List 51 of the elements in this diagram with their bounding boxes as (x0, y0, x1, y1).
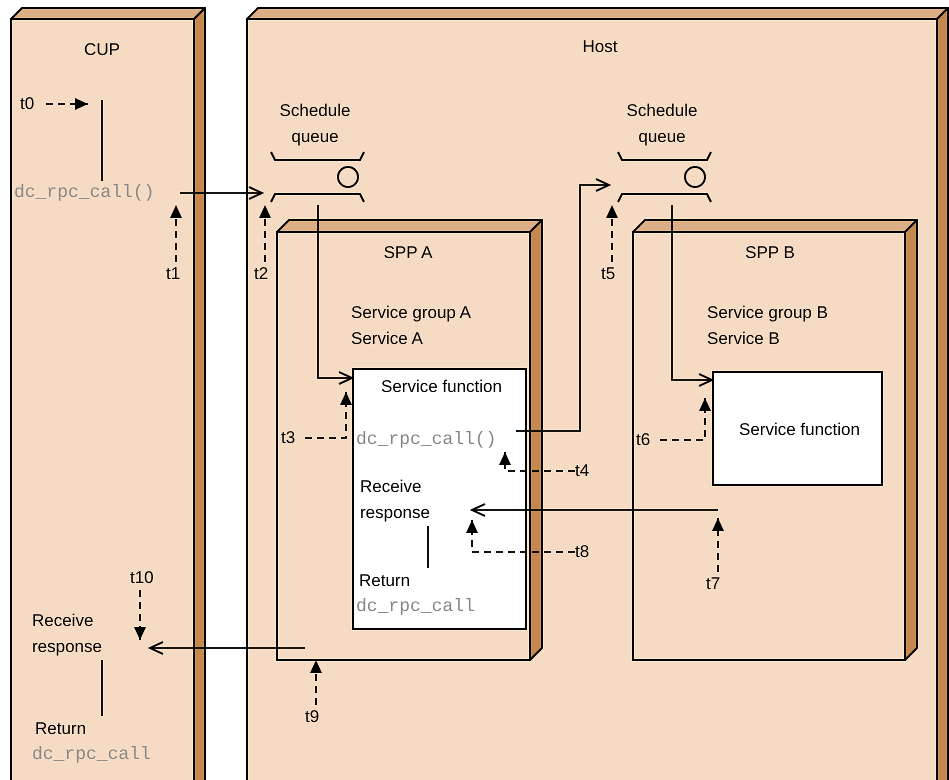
time-pointer-arrow (46, 98, 88, 110)
box-title: SPP B (744, 242, 796, 264)
service-label: Service group A Service A (351, 302, 472, 350)
queue-label: Schedule queue (278, 100, 352, 148)
text-label: Receive response (32, 608, 150, 660)
box-title: SPP A (382, 242, 434, 264)
time-label: t7 (706, 572, 730, 596)
box-title: Service function (380, 376, 503, 398)
function-box (352, 368, 527, 630)
time-pointer-arrow (712, 518, 724, 572)
flow-arrow (516, 178, 610, 432)
function-box (712, 371, 883, 486)
time-label: t3 (281, 426, 305, 450)
box-title: Service function (738, 419, 861, 441)
time-pointer-arrow (499, 452, 575, 472)
time-label: t0 (20, 92, 46, 116)
time-pointer-arrow (466, 520, 575, 553)
text-label: Return (359, 570, 412, 592)
connector-line (101, 660, 103, 716)
code-text: dc_rpc_call() (14, 181, 180, 205)
time-label: t10 (130, 566, 162, 590)
time-label: t9 (305, 705, 329, 729)
connector-line (101, 100, 103, 181)
time-pointer-arrow (305, 392, 352, 439)
time-pointer-arrow (310, 660, 322, 705)
time-label: t5 (601, 262, 623, 286)
box-title: Host (582, 36, 618, 58)
time-label: t8 (575, 540, 599, 564)
time-label: t2 (254, 262, 276, 286)
flow-arrow (180, 186, 263, 200)
code-text: dc_rpc_call (32, 744, 152, 767)
time-pointer-arrow (606, 205, 618, 262)
time-pointer-arrow (134, 590, 146, 640)
flow-arrow (471, 503, 718, 517)
text-label: Return (35, 718, 88, 740)
time-label: t4 (575, 459, 599, 483)
text-label: Receive response (360, 474, 472, 526)
flow-arrow (149, 641, 305, 655)
service-label: Service group B Service B (707, 302, 829, 350)
box-title: CUP (83, 39, 121, 61)
connector-line (427, 526, 429, 568)
queue-label: Schedule queue (626, 100, 698, 148)
flow-arrow (317, 205, 353, 385)
flow-arrow (671, 205, 713, 387)
time-pointer-arrow (259, 205, 271, 262)
time-pointer-arrow (660, 398, 711, 441)
time-label: t1 (166, 262, 188, 286)
code-text: dc_rpc_call() (356, 428, 516, 452)
code-text: dc_rpc_call (356, 596, 476, 619)
time-pointer-arrow (170, 205, 182, 262)
time-label: t6 (636, 428, 660, 452)
